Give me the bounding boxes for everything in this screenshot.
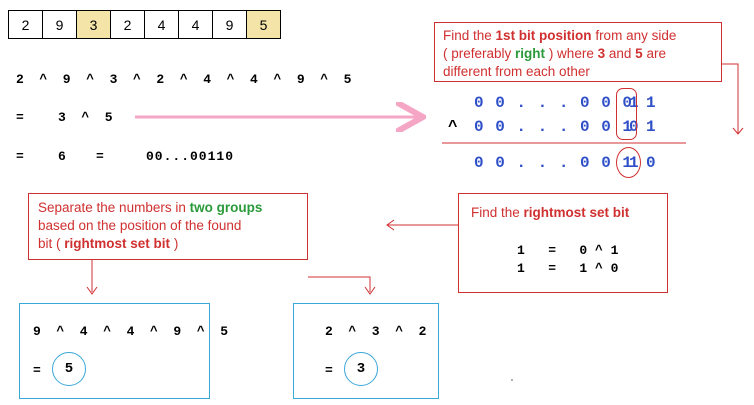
- separate-text-3-bold: rightmost set bit: [64, 236, 171, 251]
- rightmost-title-start: Find the: [471, 205, 520, 220]
- separate-text-1: Separate the numbers in: [38, 200, 186, 215]
- find-text-and: and: [608, 46, 632, 61]
- bits-row-3-boxed: 1: [629, 94, 640, 112]
- array-cell: 4: [179, 11, 213, 38]
- bits-result-circled: 1: [629, 154, 640, 172]
- find-text-2-mid: ) where: [548, 46, 594, 61]
- find-text-are: are: [646, 46, 666, 61]
- array-cell: 4: [145, 11, 179, 38]
- right-group-box: 2 ^ 3 ^ 2 = 3: [293, 303, 439, 399]
- xor-reduced-expr: 3 ^ 5: [58, 110, 113, 125]
- bits-row-5-last: 1: [646, 118, 657, 136]
- array-row: 2 9 3 2 4 4 9 5: [8, 10, 281, 39]
- rightmost-title-bold: rightmost set bit: [523, 205, 630, 220]
- bits-row-5-boxed: 0: [629, 118, 640, 136]
- bits-result-prefix: 0 0 . . . 0 0 1: [474, 154, 634, 172]
- find-text-1-bold: 1st bit position: [495, 28, 592, 43]
- left-group-box: 9 ^ 4 ^ 4 ^ 9 ^ 5 = 5: [19, 303, 228, 399]
- xor-equals-1: =: [16, 110, 24, 125]
- xor-equals-3: =: [96, 149, 104, 164]
- bits-xor-operator: ^: [448, 118, 459, 136]
- bits-row-3-last: 1: [646, 94, 657, 112]
- rightmost-set-bit-box: Find the rightmost set bit 1 = 0 ^ 1 1 =…: [458, 193, 668, 293]
- right-group-expr: 2 ^ 3 ^ 2: [325, 324, 427, 339]
- find-text-3: different from each other: [443, 64, 590, 79]
- separate-text-3-start: bit (: [38, 236, 61, 251]
- find-text-1: Find the: [443, 28, 492, 43]
- xor-all-line: 2 ^ 9 ^ 3 ^ 2 ^ 4 ^ 4 ^ 9 ^ 5: [16, 72, 352, 87]
- separate-numbers-box: Separate the numbers in two groups based…: [28, 193, 308, 260]
- bits-result-last: 0: [646, 154, 657, 172]
- find-text-right: right: [515, 46, 546, 61]
- array-cell-highlighted: 5: [247, 11, 280, 38]
- separate-text-2: based on the position of the found: [38, 218, 242, 233]
- find-text-num-3: 3: [597, 46, 606, 61]
- xor-result-binary: 00...00110: [146, 149, 235, 164]
- left-group-equals: =: [33, 363, 41, 378]
- connector-to-right-group: [308, 276, 371, 292]
- rightmost-eq-1: 1 = 0 ^ 1: [517, 243, 619, 258]
- array-cell: 2: [111, 11, 145, 38]
- array-cell: 9: [43, 11, 77, 38]
- separate-text-3-end: ): [173, 236, 179, 251]
- rightmost-eq-2: 1 = 1 ^ 0: [517, 261, 619, 276]
- differing-bit-highlight: [616, 88, 637, 140]
- xor-equals-2: =: [16, 149, 24, 164]
- find-bit-position-box: Find the 1st bit position from any side …: [434, 22, 722, 82]
- array-cell-highlighted: 3: [77, 11, 111, 38]
- right-group-result: 3: [344, 352, 378, 386]
- left-group-expr: 9 ^ 4 ^ 4 ^ 9 ^ 5: [33, 324, 229, 339]
- xor-result-decimal: 6: [58, 149, 66, 164]
- find-text-2-start: ( preferably: [443, 46, 512, 61]
- bits-row-3: 0 0 . . . 0 0 0: [474, 94, 633, 112]
- bits-row-5-prefix: 0 0 . . . 0 0 1: [474, 118, 634, 136]
- array-cell: 2: [9, 11, 43, 38]
- find-text-num-5: 5: [635, 46, 643, 61]
- separate-text-two-groups: two groups: [189, 200, 263, 215]
- connector-find-to-rightmost: [722, 63, 739, 134]
- array-cell: 9: [213, 11, 247, 38]
- find-text-1-end: from any side: [595, 28, 677, 43]
- set-bit-circle: [616, 147, 641, 178]
- right-group-equals: =: [325, 363, 333, 378]
- bits-row-3-prefix: 0 0 . . . 0 0 0: [474, 94, 634, 112]
- left-group-result: 5: [52, 352, 86, 386]
